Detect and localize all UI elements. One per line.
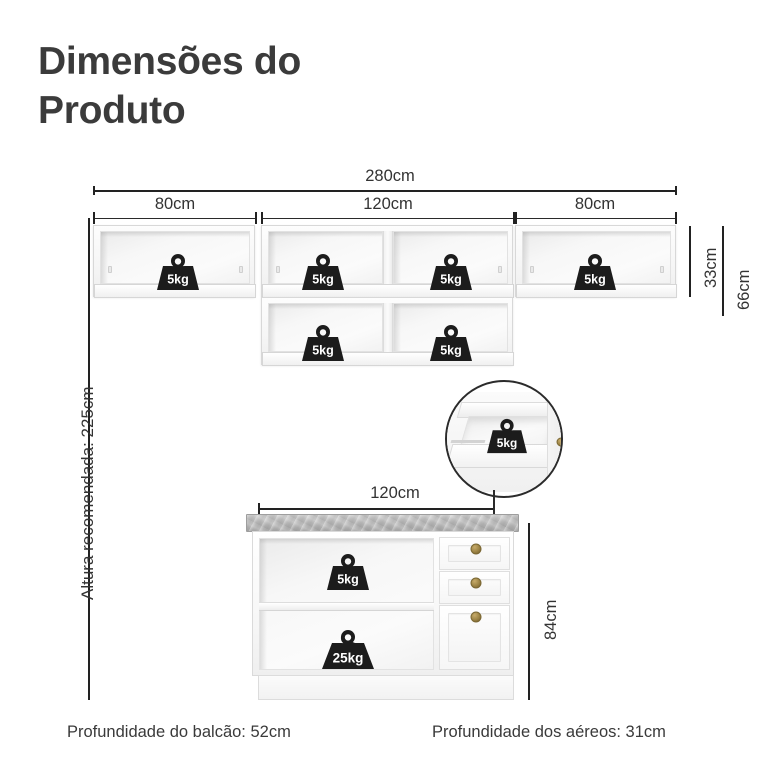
dimension-label-upper-height-66: 66cm: [735, 269, 753, 310]
weight-badge-counter-lower-shelf-text: 25kg: [333, 651, 364, 666]
page-title: Dimensões do Produto: [38, 40, 301, 132]
dimension-label-segment-right: 80cm: [574, 195, 616, 213]
dimension-line-counter-width: [258, 508, 493, 510]
dimension-line-segment-middle: [261, 218, 513, 219]
upper-cabinet-middle-bottom-right-cavity: [393, 303, 508, 352]
dimension-line-upper-height-66: [722, 226, 724, 316]
dimension-label-upper-height-33: 33cm: [702, 247, 720, 288]
upper-cabinet-middle-top-divider: [383, 231, 393, 284]
dimension-cap-segment-left-start: [93, 212, 95, 224]
counter-drawer-top-knob[interactable]: [470, 543, 482, 555]
shelf-pin: [276, 266, 280, 273]
dimension-cap-total-left: [93, 186, 95, 195]
weight-badge-upper-middle-bottom-right-text: 5kg: [440, 344, 462, 358]
weight-badge-upper-middle-top-left: 5kg: [300, 252, 346, 292]
weight-badge-counter-upper-shelf: 5kg: [325, 552, 371, 592]
weight-badge-upper-middle-bottom-left-text: 5kg: [312, 344, 334, 358]
weight-badge-upper-middle-top-right: 5kg: [428, 252, 474, 292]
counter-toe-kick: [258, 675, 514, 700]
dimension-cap-segment-right-start: [515, 212, 517, 224]
counter-cabinet-door-knob[interactable]: [470, 611, 482, 623]
weight-badge-drawer-detail: 5kg: [485, 417, 529, 455]
counter-drawer-middle-knob[interactable]: [470, 577, 482, 589]
counter-drawer-top[interactable]: [439, 537, 510, 570]
weight-badge-upper-right: 5kg: [572, 252, 618, 292]
weight-badge-upper-middle-top-right-text: 5kg: [440, 273, 462, 287]
shelf-pin: [660, 266, 664, 273]
dimension-label-segment-left: 80cm: [154, 195, 196, 213]
dimension-label-segment-middle: 120cm: [363, 195, 413, 213]
dimension-label-counter-height: 84cm: [542, 599, 560, 640]
dimension-cap-counter-width-left: [258, 503, 260, 514]
counter-body: [252, 531, 514, 676]
drawer-detail-magnifier: 5kg: [445, 380, 563, 498]
weight-badge-counter-upper-shelf-text: 5kg: [337, 573, 359, 587]
weight-badge-upper-left: 5kg: [155, 252, 201, 292]
shelf-pin: [498, 266, 502, 273]
upper-cabinet-middle-top: [261, 225, 514, 298]
weight-badge-counter-lower-shelf: 25kg: [319, 628, 377, 672]
weight-badge-upper-middle-top-left-text: 5kg: [312, 273, 334, 287]
upper-cabinet-middle-bottom-divider: [383, 303, 393, 352]
dimension-cap-segment-middle-end: [513, 212, 515, 224]
weight-badge-upper-middle-bottom-right: 5kg: [428, 323, 474, 363]
counter-drawer-middle[interactable]: [439, 571, 510, 604]
weight-badge-upper-left-text: 5kg: [167, 273, 189, 287]
drawer-detail-knob: [556, 437, 561, 447]
dimension-line-segment-right: [515, 218, 676, 219]
dimension-cap-total-right: [675, 186, 677, 195]
dimension-cap-segment-middle-start: [261, 212, 263, 224]
shelf-pin: [108, 266, 112, 273]
dimension-label-counter-width: 120cm: [370, 484, 420, 502]
counter-shelf-divider: [259, 602, 434, 611]
weight-badge-drawer-detail-text: 5kg: [497, 436, 517, 450]
dimension-cap-segment-left-end: [255, 212, 257, 224]
footer-upper-depth: Profundidade dos aéreos: 31cm: [432, 723, 666, 741]
shelf-pin: [239, 266, 243, 273]
dimension-line-segment-left: [93, 218, 255, 219]
upper-cabinet-middle-bottom: [261, 297, 514, 366]
counter-cabinet-door[interactable]: [439, 605, 510, 670]
dimension-line-recommended-height: [88, 218, 90, 700]
dimension-line-upper-height-33: [689, 226, 691, 297]
dimension-cap-segment-right-end: [675, 212, 677, 224]
shelf-pin: [530, 266, 534, 273]
countertop: [246, 514, 519, 532]
dimension-label-recommended-height: Altura recomendada: 225cm: [78, 386, 97, 600]
footer-counter-depth: Profundidade do balcão: 52cm: [67, 723, 291, 741]
weight-badge-upper-right-text: 5kg: [584, 273, 606, 287]
dimension-label-total-width: 280cm: [365, 167, 415, 185]
dimension-line-total-width: [93, 190, 676, 192]
weight-badge-upper-middle-bottom-left: 5kg: [300, 323, 346, 363]
dimension-line-counter-height: [528, 523, 530, 700]
